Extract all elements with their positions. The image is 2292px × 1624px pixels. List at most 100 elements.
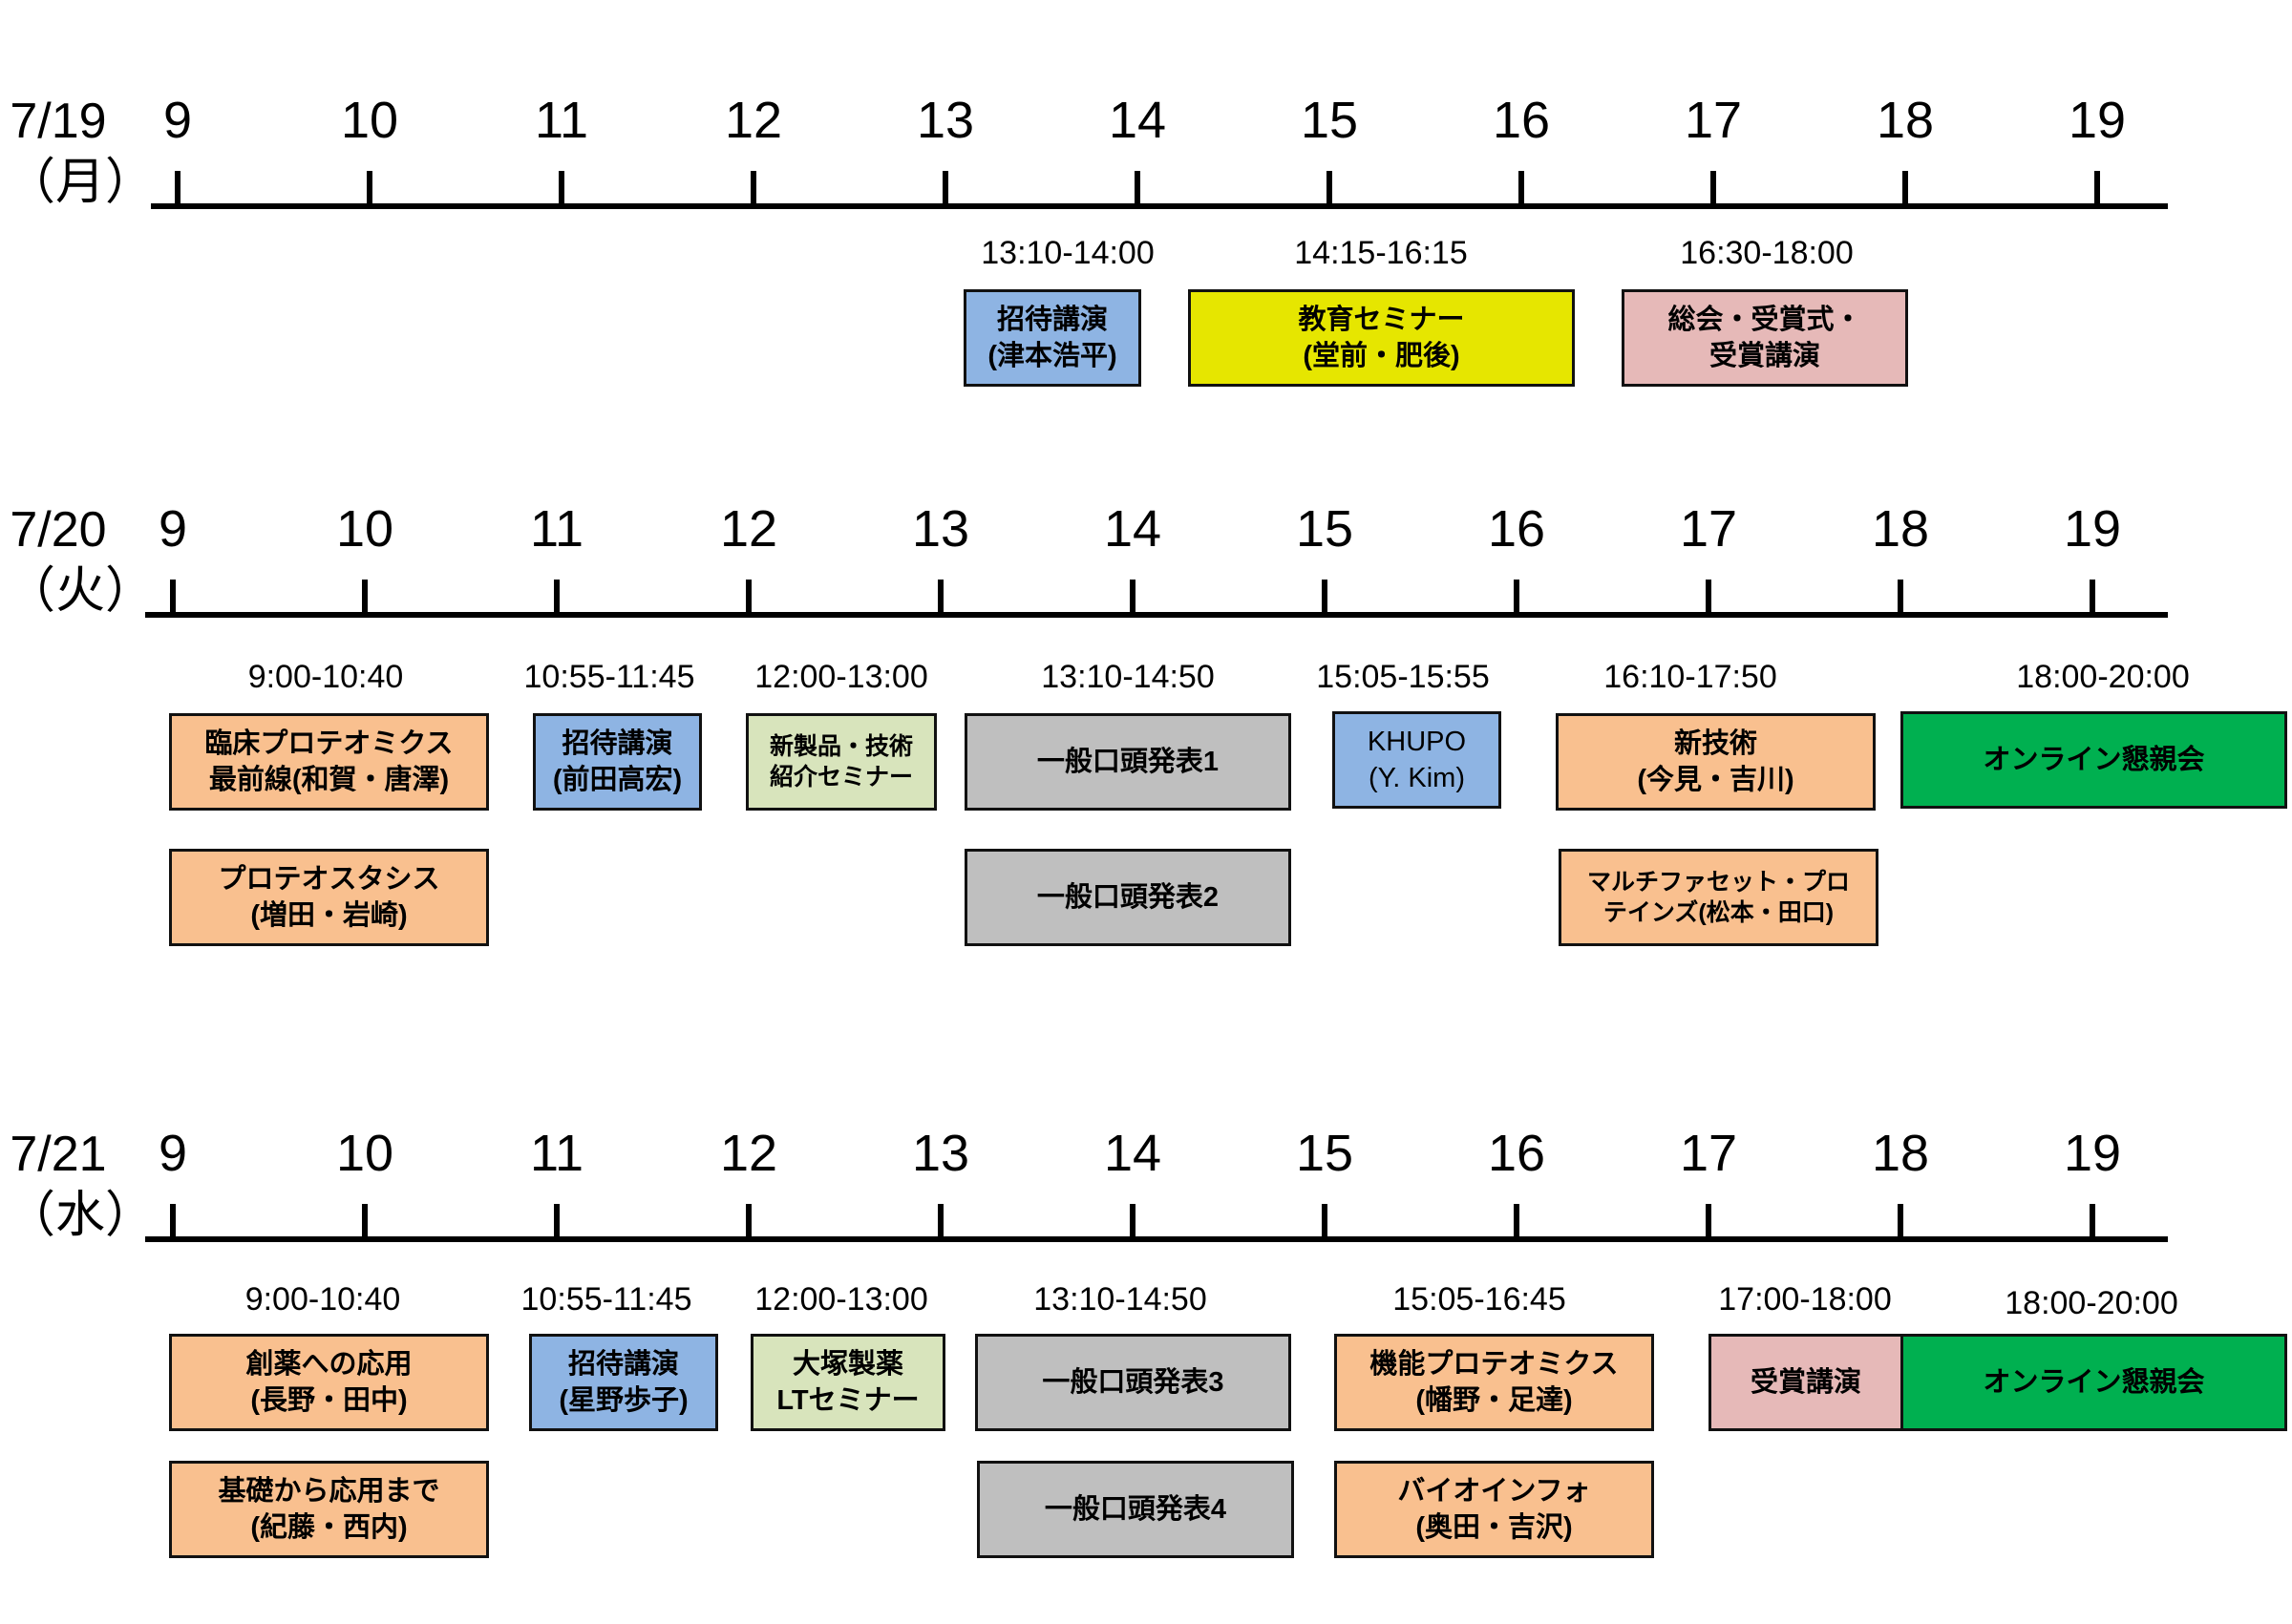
session-time: 13:10-14:50 — [1033, 1281, 1207, 1318]
date-label: 7/19 — [10, 94, 107, 149]
hour-label: 13 — [916, 92, 975, 149]
session-time: 18:00-20:00 — [2005, 1285, 2178, 1321]
hour-label: 16 — [1487, 500, 1546, 558]
hour-tick — [938, 1204, 944, 1238]
session-time: 10:55-11:45 — [523, 659, 695, 695]
hour-label: 17 — [1679, 1125, 1738, 1182]
session-bioinformatics: バイオインフォ (奥田・吉沢) — [1334, 1461, 1654, 1558]
hour-tick — [751, 171, 756, 205]
hour-tick — [943, 171, 948, 205]
session-multifaceted-proteins: マルチファセット・プロ テインズ(松本・田口) — [1559, 849, 1878, 946]
hour-tick — [1902, 171, 1908, 205]
hour-label: 14 — [1103, 1125, 1162, 1182]
hour-tick — [170, 1204, 176, 1238]
hour-label: 18 — [1876, 92, 1935, 149]
hour-tick — [1898, 1204, 1903, 1238]
hour-label: 11 — [534, 92, 589, 149]
hour-label: 11 — [529, 500, 584, 558]
hour-tick — [554, 1204, 560, 1238]
hour-label: 17 — [1679, 500, 1738, 558]
weekday-label: （火） — [6, 563, 156, 619]
session-time: 13:10-14:00 — [981, 235, 1155, 271]
hour-label: 16 — [1487, 1125, 1546, 1182]
hour-label: 13 — [911, 1125, 970, 1182]
hour-label: 17 — [1684, 92, 1743, 149]
hour-tick — [1130, 1204, 1135, 1238]
session-new-product-seminar: 新製品・技術 紹介セミナー — [746, 713, 937, 811]
session-invited-lecture: 招待講演 (前田高宏) — [533, 713, 702, 811]
hour-label: 10 — [340, 92, 399, 149]
date-label: 7/20 — [10, 502, 107, 558]
session-proteostasis: プロテオスタシス (増田・岩崎) — [169, 849, 489, 946]
hour-label: 19 — [2068, 92, 2127, 149]
hour-label: 18 — [1871, 500, 1930, 558]
session-invited-lecture: 招待講演 (星野歩子) — [529, 1334, 718, 1431]
hour-tick — [1898, 580, 1903, 614]
hour-tick — [2090, 1204, 2095, 1238]
hour-label: 18 — [1871, 1125, 1930, 1182]
hour-tick — [1514, 1204, 1519, 1238]
session-clinical-proteomics: 臨床プロテオミクス 最前線(和賀・唐澤) — [169, 713, 489, 811]
session-oral-2: 一般口頭発表2 — [965, 849, 1291, 946]
session-general-meeting: 総会・受賞式・ 受賞講演 — [1622, 289, 1908, 387]
session-time: 13:10-14:50 — [1041, 659, 1215, 695]
hour-label: 12 — [719, 500, 778, 558]
hour-label: 10 — [335, 500, 394, 558]
hour-tick — [1706, 1204, 1711, 1238]
hour-label: 9 — [158, 1125, 188, 1182]
session-invited-lecture: 招待講演 (津本浩平) — [964, 289, 1141, 387]
session-functional-proteomics: 機能プロテオミクス (幡野・足達) — [1334, 1334, 1654, 1431]
session-new-technology: 新技術 (今見・吉川) — [1556, 713, 1876, 811]
session-oral-4: 一般口頭発表4 — [977, 1461, 1294, 1558]
session-otsuka-lt-seminar: 大塚製薬 LTセミナー — [751, 1334, 945, 1431]
hour-label: 14 — [1108, 92, 1167, 149]
hour-label: 15 — [1295, 1125, 1354, 1182]
hour-tick — [367, 171, 372, 205]
weekday-label: （水） — [6, 1188, 156, 1243]
session-time: 15:05-15:55 — [1316, 659, 1490, 695]
session-online-social: オンライン懇親会 — [1900, 1334, 2287, 1431]
hour-tick — [1706, 580, 1711, 614]
hour-label: 15 — [1300, 92, 1359, 149]
hour-tick — [746, 1204, 752, 1238]
hour-tick — [2090, 580, 2095, 614]
session-time: 17:00-18:00 — [1718, 1281, 1892, 1318]
timeline-axis-line — [145, 1236, 2168, 1242]
hour-tick — [362, 1204, 368, 1238]
session-time: 12:00-13:00 — [754, 659, 928, 695]
hour-tick — [1130, 580, 1135, 614]
hour-tick — [175, 171, 180, 205]
session-online-social: オンライン懇親会 — [1900, 711, 2287, 809]
session-time: 9:00-10:40 — [247, 659, 404, 695]
hour-tick — [559, 171, 564, 205]
session-time: 18:00-20:00 — [2016, 659, 2190, 695]
hour-label: 19 — [2063, 1125, 2122, 1182]
hour-label: 16 — [1492, 92, 1551, 149]
session-time: 14:15-16:15 — [1294, 235, 1468, 271]
hour-tick — [1518, 171, 1524, 205]
hour-label: 14 — [1103, 500, 1162, 558]
session-time: 10:55-11:45 — [520, 1281, 692, 1318]
session-education-seminar: 教育セミナー (堂前・肥後) — [1188, 289, 1575, 387]
hour-tick — [362, 580, 368, 614]
session-time: 12:00-13:00 — [754, 1281, 928, 1318]
hour-tick — [2094, 171, 2100, 205]
session-time: 16:10-17:50 — [1603, 659, 1777, 695]
session-time: 15:05-16:45 — [1392, 1281, 1566, 1318]
timeline-axis-line — [151, 203, 2168, 209]
hour-label: 12 — [724, 92, 783, 149]
hour-label: 12 — [719, 1125, 778, 1182]
session-drug-discovery: 創薬への応用 (長野・田中) — [169, 1334, 489, 1431]
session-time: 16:30-18:00 — [1680, 235, 1854, 271]
hour-tick — [554, 580, 560, 614]
hour-tick — [1135, 171, 1140, 205]
hour-tick — [1322, 1204, 1327, 1238]
session-oral-3: 一般口頭発表3 — [975, 1334, 1291, 1431]
session-award-lecture: 受賞講演 — [1708, 1334, 1903, 1431]
timeline-axis-line — [145, 612, 2168, 618]
hour-tick — [1514, 580, 1519, 614]
session-oral-1: 一般口頭発表1 — [965, 713, 1291, 811]
hour-label: 19 — [2063, 500, 2122, 558]
session-basics-to-applications: 基礎から応用まで (紀藤・西内) — [169, 1461, 489, 1558]
hour-tick — [938, 580, 944, 614]
